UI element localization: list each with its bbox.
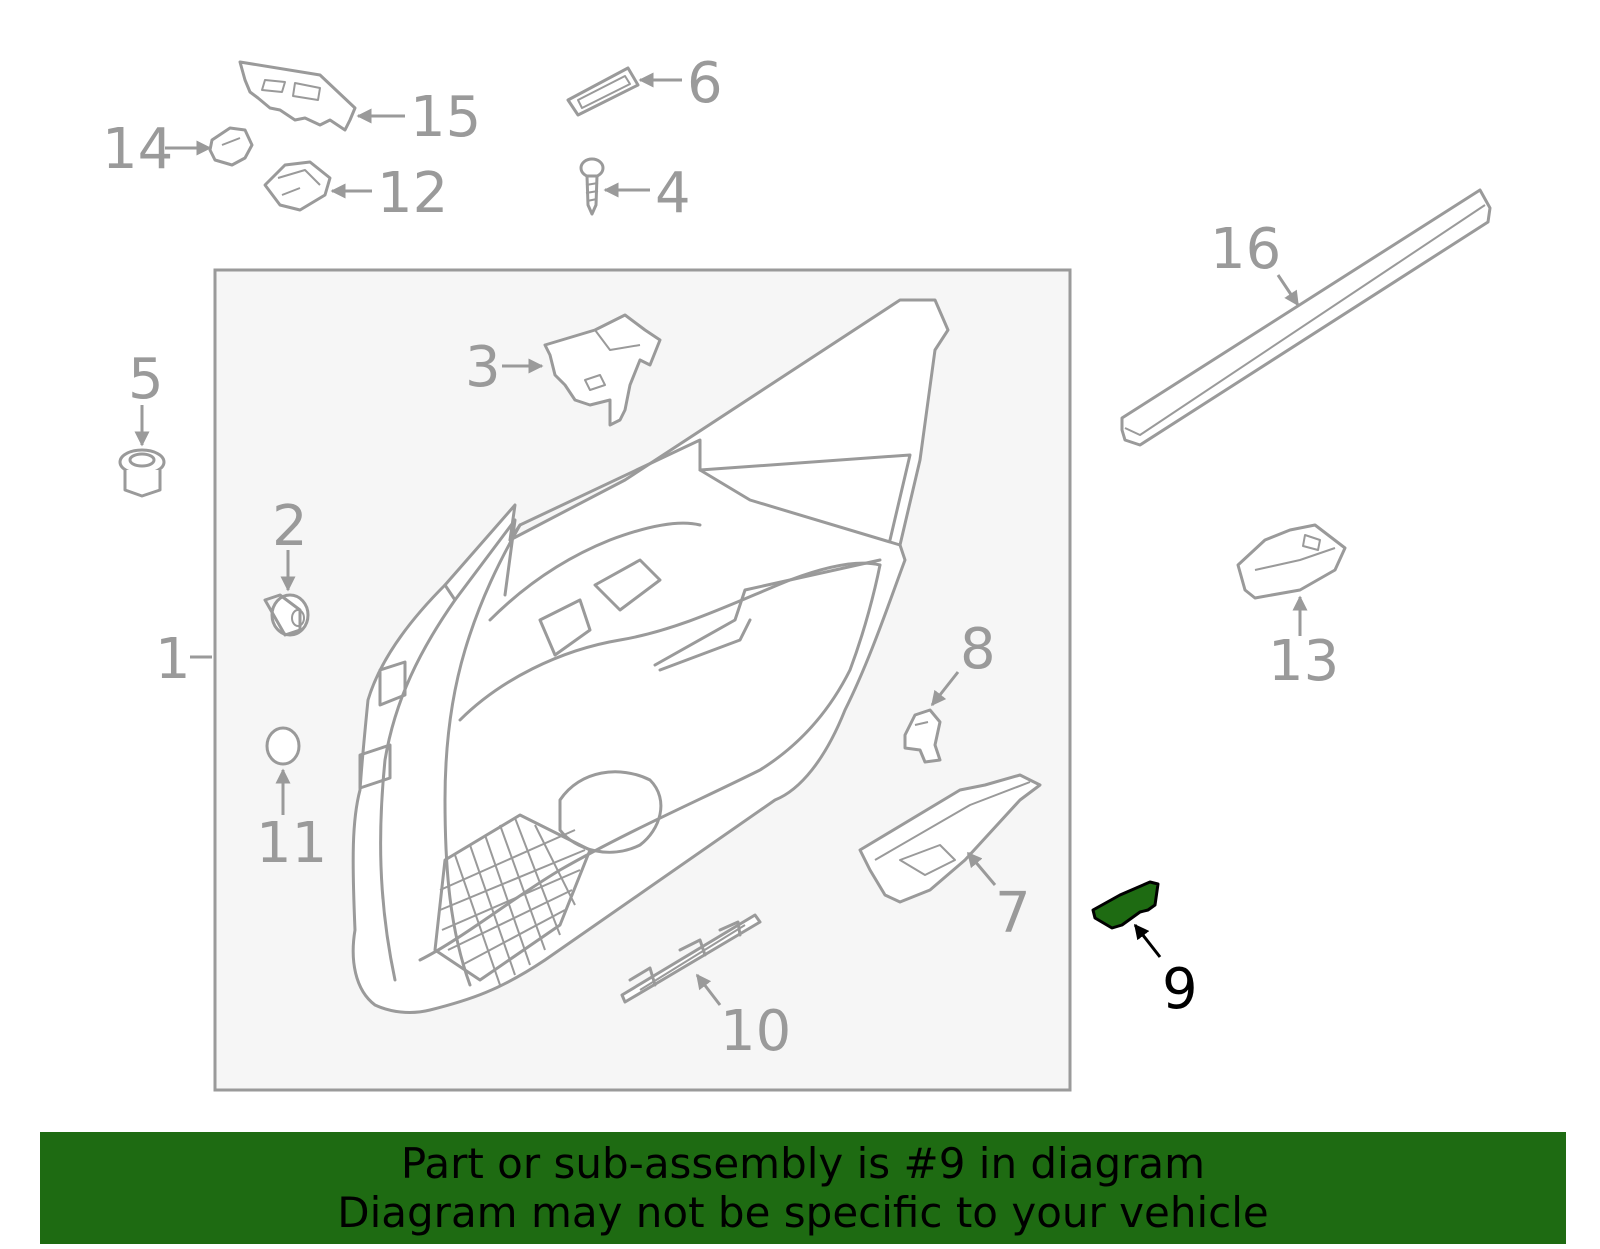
callout-14: 14 xyxy=(102,117,173,182)
callout-7: 7 xyxy=(995,881,1031,946)
callout-labels: 1 2 3 4 5 6 7 8 9 10 11 12 13 14 15 16 xyxy=(102,51,1339,1064)
banner-line-part: Part or sub-assembly is #9 in diagram xyxy=(400,1139,1206,1188)
switch-bezel-part-15 xyxy=(238,60,357,132)
info-banner: Part or sub-assembly is #9 in diagram Di… xyxy=(40,1132,1566,1244)
callout-2: 2 xyxy=(272,494,308,559)
pad-part-6 xyxy=(566,66,640,117)
callout-6: 6 xyxy=(687,51,723,116)
switch-part-13 xyxy=(1236,523,1347,600)
callout-5: 5 xyxy=(128,347,164,412)
callout-8: 8 xyxy=(960,617,996,682)
highlighted-part-9 xyxy=(1091,880,1160,930)
callout-10: 10 xyxy=(720,999,791,1064)
weatherstrip-part-16 xyxy=(1120,188,1492,447)
clip-part-2 xyxy=(263,593,310,637)
callout-15: 15 xyxy=(410,85,481,150)
door-trim-panel-drawing xyxy=(351,298,950,1014)
screw-part-4 xyxy=(579,157,605,216)
callout-13: 13 xyxy=(1268,629,1339,694)
callout-3: 3 xyxy=(465,335,501,400)
callout-11: 11 xyxy=(256,811,327,876)
callout-4: 4 xyxy=(655,161,691,226)
callout-16: 16 xyxy=(1210,217,1281,282)
bracket-part-10 xyxy=(620,913,762,1004)
callout-9: 9 xyxy=(1162,957,1198,1022)
switch-part-14 xyxy=(208,126,254,167)
banner-line-disclaimer: Diagram may not be specific to your vehi… xyxy=(337,1188,1269,1237)
callout-12: 12 xyxy=(377,161,448,226)
leader-lines xyxy=(134,72,1308,1006)
grommet-part-11 xyxy=(265,726,301,766)
bracket-part-8 xyxy=(903,708,942,764)
callout-1: 1 xyxy=(155,627,191,692)
bracket-part-3 xyxy=(543,313,662,427)
nut-part-5 xyxy=(118,448,166,498)
switch-part-12 xyxy=(263,160,332,212)
armrest-part-7 xyxy=(858,773,1042,904)
